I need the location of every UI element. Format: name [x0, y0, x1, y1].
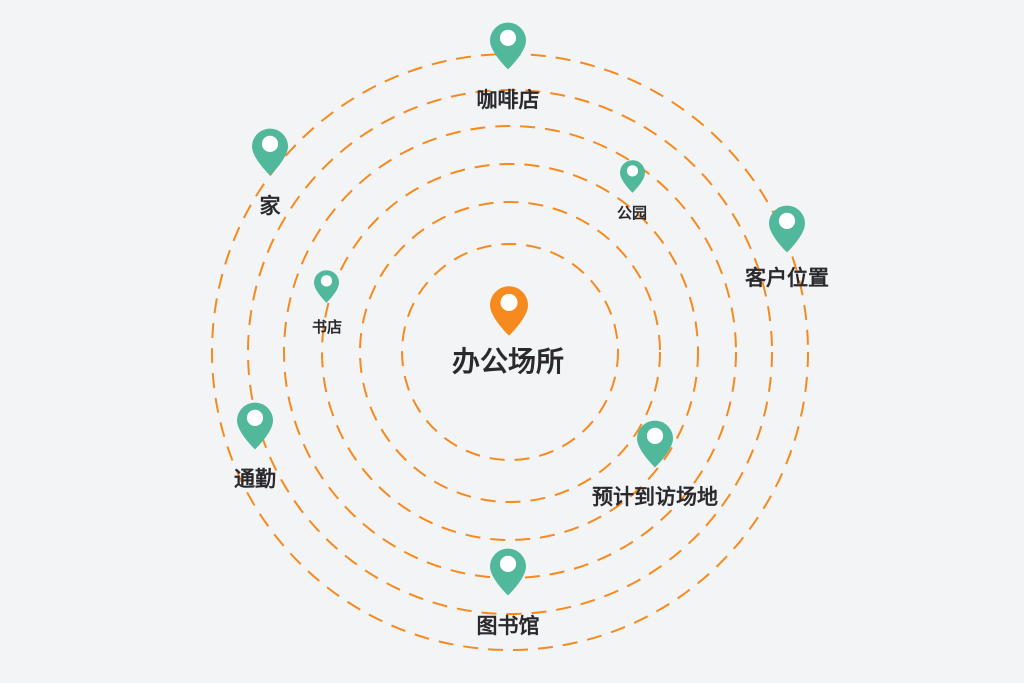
client-pin-icon	[769, 205, 805, 253]
park-pin-icon	[620, 160, 645, 193]
home-pin-icon	[252, 128, 288, 176]
ring-5	[247, 89, 773, 615]
home-label: 家	[259, 194, 281, 218]
cafe-pin-icon	[490, 22, 526, 70]
client-label: 客户位置	[745, 266, 829, 290]
ring-3	[321, 163, 699, 541]
park-label: 公园	[616, 204, 648, 222]
commute-label: 通勤	[234, 467, 276, 491]
planned-site-pin-icon	[637, 420, 673, 468]
ring-1	[401, 243, 619, 461]
office-pin-icon	[490, 286, 528, 336]
library-pin-icon	[490, 548, 526, 596]
office-label: 办公场所	[451, 345, 565, 378]
bookstore-pin-icon	[314, 270, 339, 303]
commute-pin-icon	[237, 402, 273, 450]
bookstore-label: 书店	[311, 318, 343, 336]
library-label: 图书馆	[476, 614, 540, 638]
cafe-label: 咖啡店	[476, 88, 540, 112]
ring-2	[359, 201, 661, 503]
planned-site-label: 预计到访场地	[592, 485, 718, 509]
